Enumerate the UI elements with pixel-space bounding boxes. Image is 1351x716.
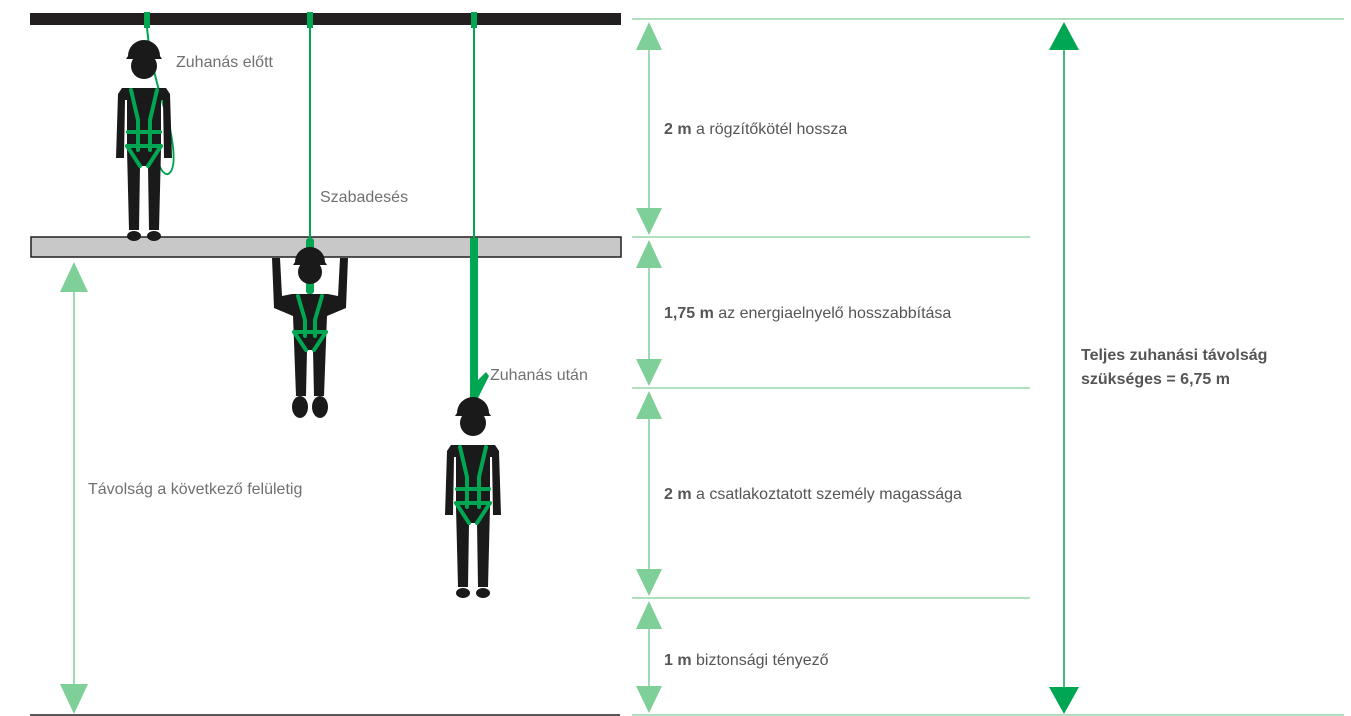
segment-label-safety-factor: 1 m biztonsági tényező [664,652,829,669]
label-before-fall: Zuhanás előtt [176,54,274,71]
anchor-beam [30,13,621,25]
arrowhead-up [60,262,88,292]
arrowhead-down [60,684,88,714]
person-after-fall [443,395,503,600]
segment-label-person-height: 2 m a csatlakoztatott személy magassága [664,486,962,503]
arrowhead-down [636,569,662,596]
person-free-fall [270,245,350,420]
anchor-connector [144,12,150,28]
energy-absorber-extended [470,238,489,398]
total-label-line1: Teljes zuhanási távolság [1081,347,1267,364]
arrowhead-down [1049,687,1079,714]
label-distance-to-surface: Távolság a következő felületig [88,481,302,498]
segment-label-lanyard: 2 m a rögzítőkötél hossza [664,121,847,138]
label-after-fall: Zuhanás után [490,367,588,384]
label-free-fall: Szabadesés [320,189,408,206]
arrowhead-up [636,391,662,419]
anchor-connector [471,12,477,28]
segment-label-absorber: 1,75 m az energiaelnyelő hosszabbítása [664,305,951,322]
total-label-line2: szükséges = 6,75 m [1081,371,1230,388]
arrowhead-down [636,686,662,713]
arrowhead-up [636,601,662,629]
arrowhead-up [1049,22,1079,50]
anchor-connector [307,12,313,28]
arrowhead-down [636,208,662,235]
arrowhead-down [636,359,662,386]
work-platform [30,236,622,258]
person-before-fall [114,38,174,243]
arrowhead-up [636,240,662,268]
arrowhead-up [636,22,662,50]
